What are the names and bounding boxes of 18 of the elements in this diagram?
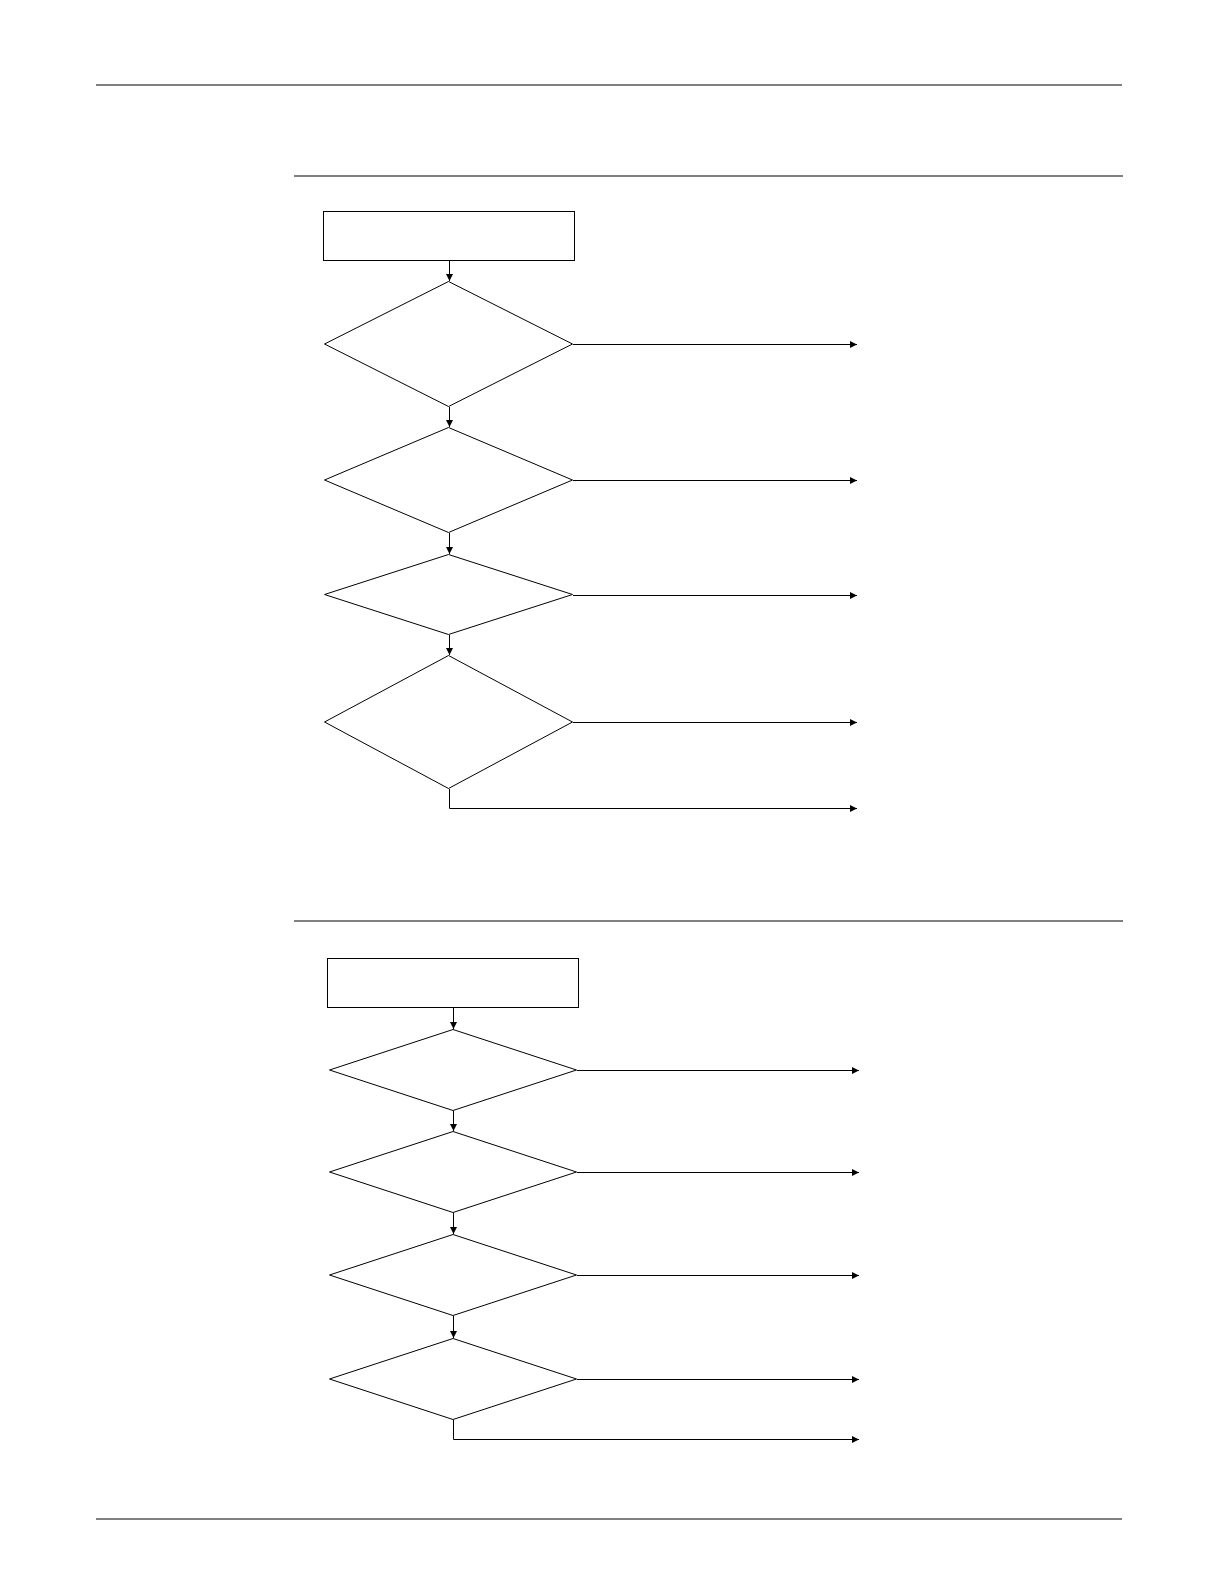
arrow (450, 1110, 457, 1132)
arrow (576, 1067, 860, 1074)
arrow (576, 1376, 860, 1383)
arrow (572, 477, 858, 484)
arrow (572, 592, 858, 599)
arrow (450, 1007, 457, 1030)
arrow (450, 1212, 457, 1235)
arrow (446, 532, 453, 555)
arrow (446, 406, 453, 428)
arrow (449, 788, 858, 812)
arrow (446, 634, 453, 656)
arrow (576, 1169, 860, 1176)
arrow (572, 719, 858, 726)
arrow (453, 1419, 860, 1443)
arrow (450, 1315, 457, 1339)
arrow (576, 1272, 860, 1279)
arrow (446, 260, 453, 282)
arrow (572, 341, 858, 348)
